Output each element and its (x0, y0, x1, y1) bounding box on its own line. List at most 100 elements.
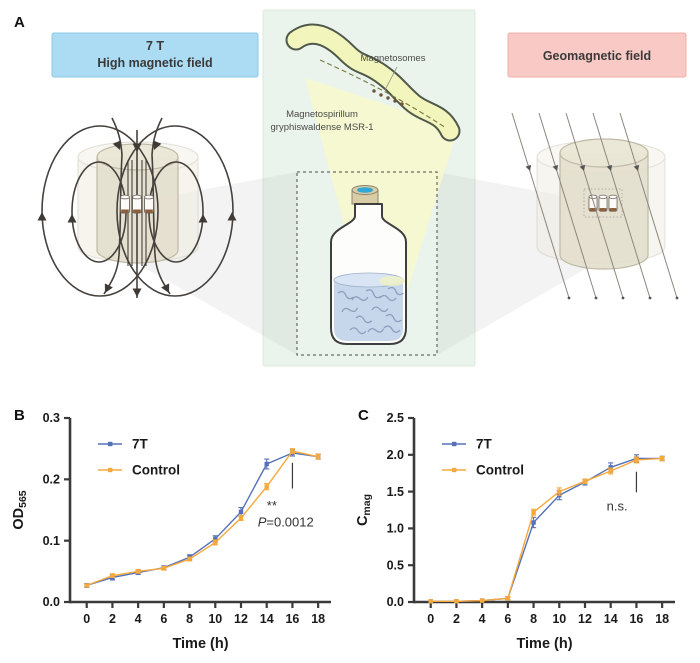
x-tick-label: 8 (186, 612, 193, 626)
y-tick-label: 1.0 (387, 522, 404, 536)
legend-item-7T: 7T (98, 437, 149, 452)
x-axis-title: Time (h) (172, 636, 228, 652)
annotation-text: n.s. (607, 499, 628, 514)
data-point-marker (428, 599, 433, 604)
x-axis-title: Time (h) (516, 636, 572, 652)
data-point-marker (238, 515, 244, 521)
legend-item-Control: Control (98, 463, 180, 478)
sample-vials (120, 194, 154, 214)
data-point-marker (505, 596, 511, 601)
x-tick-label: 14 (604, 612, 618, 626)
high-field-box-line2: High magnetic field (97, 56, 212, 70)
legend-label: Control (476, 463, 524, 478)
high-field-box: 7 T High magnetic field (51, 32, 259, 78)
x-tick-label: 12 (578, 612, 592, 626)
x-tick-label: 2 (109, 612, 116, 626)
legend-label: 7T (132, 437, 149, 452)
x-tick-label: 2 (453, 612, 460, 626)
x-tick-label: 4 (135, 612, 142, 626)
x-tick-label: 18 (655, 612, 669, 626)
y-tick-label: 0.2 (43, 473, 60, 487)
y-tick-label: 0.5 (387, 558, 404, 572)
geomagnetic-cylinder-diagram (511, 112, 679, 300)
series-line (430, 457, 663, 602)
geo-vials-dotted-box (583, 188, 623, 218)
data-point-marker (608, 468, 613, 474)
y-tick-label: 1.5 (387, 485, 404, 499)
legend-marker (452, 441, 457, 447)
data-point-marker (479, 598, 485, 603)
data-point-marker (531, 510, 536, 515)
data-point-marker (213, 540, 218, 545)
legend-marker (108, 467, 113, 473)
data-point-marker (659, 456, 665, 461)
y-tick-label: 2.5 (387, 411, 404, 425)
annotation: ** P=0.0012 (258, 462, 314, 530)
geo-field-box-rect (507, 32, 687, 78)
x-tick-label: 6 (504, 612, 511, 626)
culture-bottle-illustration (330, 185, 407, 345)
data-point-marker (531, 520, 536, 525)
y-tick-label: 0.0 (387, 595, 404, 609)
annotation-text: P=0.0012 (258, 515, 314, 530)
data-point-marker (213, 536, 218, 542)
y-tick-label: 0.3 (43, 411, 60, 425)
panel-label: C (358, 407, 369, 424)
organism-name-line2: gryphiswaldense MSR-1 (271, 122, 374, 133)
x-tick-label: 0 (427, 612, 434, 626)
data-point-marker (454, 599, 459, 604)
series-line (86, 452, 319, 587)
x-tick-label: 16 (629, 612, 643, 626)
y-tick-label: 0.0 (43, 595, 60, 609)
data-point-marker (290, 448, 295, 454)
series-Control (428, 455, 665, 604)
dashed-outline-box (296, 171, 438, 356)
bacterium-illustration (285, 23, 461, 142)
x-tick-label: 16 (285, 612, 299, 626)
geo-field-box-label: Geomagnetic field (543, 49, 651, 63)
annotation: n.s. (607, 471, 638, 514)
legend-marker (108, 441, 113, 447)
zoom-beam (305, 78, 458, 292)
annotation-text: ** (267, 498, 277, 513)
x-tick-label: 4 (479, 612, 486, 626)
magnetosomes-leader-line (384, 66, 398, 91)
y-tick-label: 2.0 (387, 448, 404, 462)
series-Control (84, 448, 321, 588)
data-point-marker (264, 461, 269, 467)
data-point-marker (557, 489, 562, 494)
series-line (86, 450, 319, 587)
data-point-marker (135, 569, 141, 574)
x-tick-label: 14 (260, 612, 274, 626)
high-field-box-line1: 7 T (146, 39, 164, 53)
legend-label: Control (132, 463, 180, 478)
organism-name-line1: Magnetospirillum (286, 109, 358, 120)
magnetosomes-label: Magnetosomes (361, 53, 426, 64)
panel-a-illustration: A (14, 9, 687, 367)
data-point-marker (161, 566, 167, 571)
legend-item-7T: 7T (442, 437, 493, 452)
panel-a-label: A (14, 14, 25, 31)
data-point-marker (110, 573, 115, 578)
x-tick-label: 10 (208, 612, 222, 626)
x-tick-label: 18 (311, 612, 325, 626)
high-field-magnet-diagram (37, 117, 237, 298)
x-tick-label: 10 (552, 612, 566, 626)
data-point-marker (315, 454, 321, 459)
data-point-marker (608, 465, 613, 470)
geomagnetic-field-lines (511, 112, 679, 300)
x-tick-label: 0 (83, 612, 90, 626)
magnetosome-chain (319, 59, 447, 129)
data-point-marker (634, 457, 639, 463)
panel-label: B (14, 407, 25, 424)
y-axis-title: OD565 (11, 490, 29, 529)
bottle-liquid (333, 272, 405, 341)
geo-field-box: Geomagnetic field (507, 32, 687, 78)
x-tick-label: 8 (530, 612, 537, 626)
axes: 0 2 4 6 8 10 12 14 16 18 0.0 0.5 1.0 1.5 2.0 2.5 (387, 411, 675, 626)
x-tick-label: 12 (234, 612, 248, 626)
